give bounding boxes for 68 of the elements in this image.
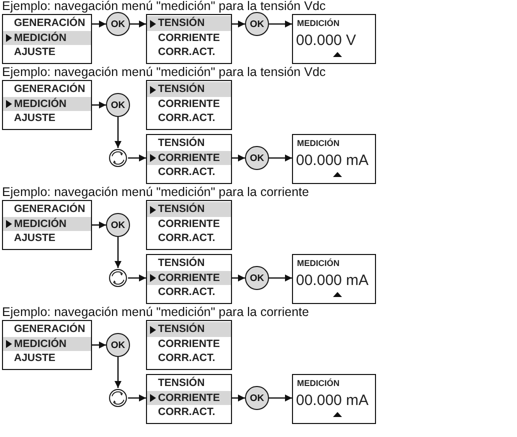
arrow <box>92 222 106 228</box>
arrow <box>114 237 122 268</box>
arrow <box>232 20 245 28</box>
arrow <box>130 20 146 28</box>
menu-item: TENSIÓN <box>147 322 231 336</box>
reading-value: 00.000 mA <box>296 392 369 409</box>
arrow <box>232 394 245 402</box>
reading-value: 00.000 mA <box>296 152 369 169</box>
section-heading: Ejemplo: navegación menú "medición" para la tensión Vdc <box>2 66 326 79</box>
menu-screen <box>2 14 92 64</box>
display-screen <box>292 374 376 424</box>
screen-title: MEDICIÓN <box>297 258 340 268</box>
ok-button: OK <box>245 146 269 170</box>
arrow <box>269 20 292 28</box>
menu-screen <box>146 320 232 370</box>
display-screen <box>292 134 376 184</box>
rotate-icon <box>108 388 128 408</box>
ok-button: OK <box>106 213 130 237</box>
menu-screen <box>146 14 232 64</box>
menu-item: MEDICIÓN <box>3 30 91 45</box>
menu-item: TENSIÓN <box>147 202 231 216</box>
menu-screen <box>2 200 92 250</box>
menu-screen <box>146 254 232 304</box>
ok-button: OK <box>106 333 130 357</box>
section-heading: Ejemplo: navegación menú "medición" para la tensión Vdc <box>2 0 326 13</box>
menu-screen <box>2 320 92 370</box>
arrow <box>92 102 106 108</box>
ok-button: OK <box>245 386 269 410</box>
display-screen <box>292 14 376 64</box>
arrow <box>269 154 292 162</box>
menu-screen <box>2 80 92 130</box>
menu-item: TENSIÓN <box>147 16 231 30</box>
arrow <box>128 394 146 402</box>
display-screen <box>292 254 376 304</box>
menu-item: CORRIENTE <box>147 390 231 405</box>
menu-item: MEDICIÓN <box>3 96 91 111</box>
arrow <box>232 274 245 282</box>
screen-title: MEDICIÓN <box>297 18 340 28</box>
arrow <box>114 117 122 148</box>
ok-button: OK <box>106 93 130 117</box>
arrow <box>128 274 146 282</box>
menu-item: CORRIENTE <box>147 270 231 285</box>
menu-screen <box>146 200 232 250</box>
arrow <box>92 342 106 348</box>
arrow <box>92 20 106 28</box>
arrow <box>128 154 146 162</box>
menu-screen <box>146 374 232 424</box>
arrow <box>269 394 292 402</box>
rotate-icon <box>108 268 128 288</box>
section-heading: Ejemplo: navegación menú "medición" para la corriente <box>2 186 309 199</box>
arrow <box>232 154 245 162</box>
rotate-icon <box>108 148 128 168</box>
reading-value: 00.000 mA <box>296 272 369 289</box>
arrow <box>269 274 292 282</box>
menu-item: CORRIENTE <box>147 150 231 165</box>
screen-title: MEDICIÓN <box>297 378 340 388</box>
screen-title: MEDICIÓN <box>297 138 340 148</box>
menu-item: MEDICIÓN <box>3 336 91 351</box>
ok-button: OK <box>245 266 269 290</box>
menu-screen <box>146 134 232 184</box>
ok-button: OK <box>106 12 130 36</box>
ok-button: OK <box>245 12 269 36</box>
reading-value: 00.000 V <box>296 32 356 49</box>
menu-screen <box>146 80 232 130</box>
menu-item: TENSIÓN <box>147 82 231 96</box>
section-heading: Ejemplo: navegación menú "medición" para la corriente <box>2 306 309 319</box>
menu-item: MEDICIÓN <box>3 216 91 231</box>
arrow <box>114 357 122 388</box>
